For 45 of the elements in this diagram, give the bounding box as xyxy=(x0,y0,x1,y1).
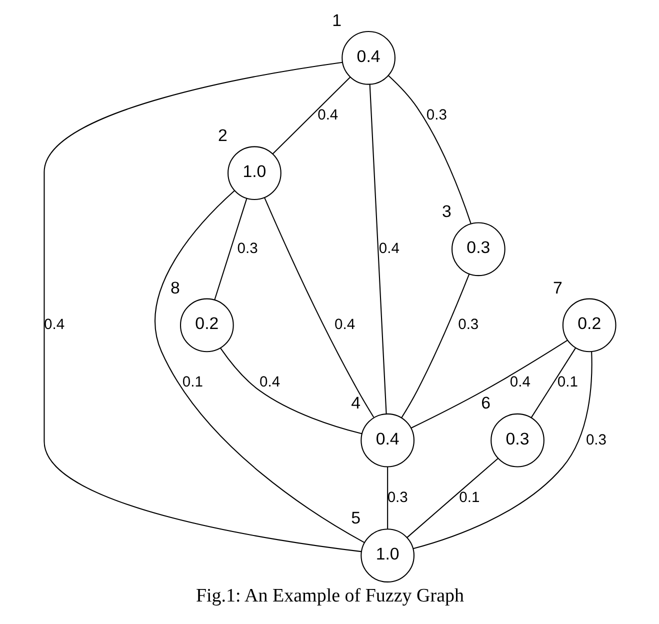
node-circle: 0.3 xyxy=(490,413,544,468)
edge-label: 0.3 xyxy=(236,241,258,258)
edge-label: 0.4 xyxy=(509,374,530,391)
node-label: 8 xyxy=(170,278,180,298)
connector xyxy=(154,190,364,543)
node-circle: 0.2 xyxy=(179,298,234,352)
connector xyxy=(400,274,470,418)
edge-label: 0.3 xyxy=(458,317,478,334)
connector xyxy=(220,348,362,434)
edge-label: 0.4 xyxy=(259,374,280,391)
node-circle: 0.4 xyxy=(341,30,395,85)
edge-label: 0.3 xyxy=(386,490,408,506)
node-label: 3 xyxy=(442,202,451,222)
node-label: 2 xyxy=(218,126,227,146)
connector xyxy=(530,348,576,418)
node-circle: 0.3 xyxy=(451,222,505,276)
connector xyxy=(387,75,471,224)
connector xyxy=(43,62,361,552)
node-label: 1 xyxy=(332,11,342,30)
caption: Fig.1: An Example of Fuzzy Graph xyxy=(195,585,464,606)
connector xyxy=(214,198,247,300)
node-circle: 0.2 xyxy=(562,298,616,352)
edge-label: 0.4 xyxy=(317,107,338,124)
edge-label: 0.3 xyxy=(426,107,446,124)
connector xyxy=(368,84,386,414)
edge-label: 0.4 xyxy=(43,317,64,334)
connector xyxy=(406,458,498,538)
connector xyxy=(264,198,374,418)
node-label: 5 xyxy=(350,508,360,528)
connector xyxy=(272,76,350,154)
edge-label: 0.4 xyxy=(334,317,355,334)
connector xyxy=(412,352,592,550)
edge-label: 0.4 xyxy=(378,241,399,258)
edge-label: 0.1 xyxy=(182,374,202,391)
edge-label: 0.3 xyxy=(585,432,606,448)
edge-label: 0.1 xyxy=(556,374,578,391)
connector xyxy=(410,340,568,428)
node-label: 4 xyxy=(350,393,360,412)
connector xyxy=(386,466,388,529)
node-label: 6 xyxy=(480,393,490,412)
node-label: 7 xyxy=(552,278,562,298)
node-circle: 0.4 xyxy=(360,413,414,468)
edge-label: 0.1 xyxy=(458,490,480,506)
node-circle: 1.0 xyxy=(227,146,281,200)
node-circle: 1.0 xyxy=(360,528,414,582)
